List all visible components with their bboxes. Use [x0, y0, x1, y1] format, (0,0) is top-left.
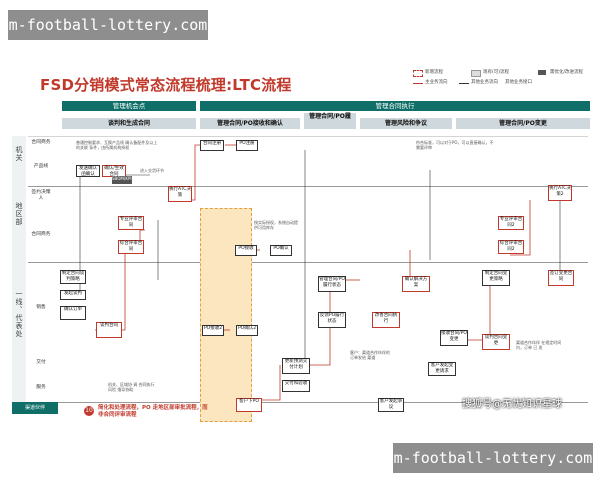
legend-note-swatch — [538, 70, 546, 75]
negotiate-contract-box[interactable]: 谈判合同 — [96, 322, 122, 338]
stage-fulfill: 管理合同/PO履 — [304, 113, 356, 129]
phase-contract-execution: 管理合同执行 — [200, 101, 590, 111]
note-delivery: 进入交货环节 — [140, 168, 164, 173]
lane-front-label: 一线、代表处 — [15, 290, 23, 338]
strategy-box[interactable]: 制定合同谈判策略 — [60, 270, 86, 284]
sublane-sales: 销售 — [36, 305, 46, 310]
note-coordination: 机关、区域协 调 合同执行风险 指导协助 — [108, 382, 155, 392]
legend-new-label: 新增流程 — [425, 70, 443, 75]
diagram-title: FSD分销模式常态流程梳理:LTC流程 — [40, 76, 292, 94]
lane-region-label: 地区部 — [15, 202, 23, 226]
po-receive-box[interactable]: PO接收 — [235, 245, 257, 256]
lane-divider — [28, 136, 588, 137]
lane-divider — [28, 186, 588, 187]
note-channel-time: 渠道合作伙伴 在规定时间内，订单 已 发 — [516, 340, 562, 350]
stage-risk-dispute: 管理风险和争议 — [360, 118, 452, 129]
confirm-solution-box[interactable]: 确认解决方案 — [402, 276, 430, 292]
customer-po-box[interactable]: 客户下PO — [236, 398, 262, 412]
customer-dispute-box[interactable]: 客户发起争议 — [378, 398, 404, 412]
legend-sub-swatch — [459, 83, 469, 84]
connector-line — [95, 250, 126, 331]
contract-register-box[interactable]: 合同注册 — [200, 140, 224, 151]
legend: 新增流程 主业务流向 其他业务流向 现有(可)流程 其他业务接口 需优化/改进流… — [413, 70, 589, 96]
legend-main-label: 主业务流向 — [425, 80, 448, 85]
lane-divider — [28, 402, 588, 403]
stage-change: 管理合同/PO变更 — [456, 118, 590, 129]
note-customer-channel: 客户：渠道合作伙伴的 订单发给 渠道 — [350, 350, 390, 360]
update-forecast-box[interactable]: 更新预测交付计划 — [282, 358, 310, 374]
lane-hq-bg — [12, 136, 26, 186]
sublane-sign-decision: 签约决策人 — [31, 190, 51, 201]
watermark: 搜狐号@无忧知识星球 — [462, 399, 562, 410]
sign-change-box[interactable]: 签订变更合同 — [548, 270, 574, 286]
improve-execution-box[interactable]: 改善合同执行 — [372, 312, 400, 328]
confirm-letter-box[interactable]: 发送确认函确认 — [76, 165, 100, 177]
customer-change-request-box[interactable]: 客户发起变更请求 — [428, 362, 456, 376]
legend-existing-swatch — [471, 70, 481, 77]
legend-main-swatch — [413, 83, 423, 84]
phase-opportunity: 管理机会点 — [62, 101, 196, 111]
professional-review-box[interactable]: 专业评审合同 — [118, 216, 144, 230]
confirm-order-box[interactable]: 确认订单 — [60, 306, 86, 320]
feedback-status-box[interactable]: 反馈PO履行状态 — [318, 312, 346, 328]
po-confirm-2-box[interactable]: PO确认2 — [236, 325, 258, 336]
note-standard-po: 符合标准，可以对于PO，可以直接确认，不需要评审 — [416, 140, 494, 150]
stage-receive-confirm: 管理合同/PO接收和确认 — [200, 118, 300, 129]
legend-interface-label: 其他业务接口 — [505, 80, 532, 85]
change-strategy-box[interactable]: 制定合同变更策略 — [482, 270, 510, 286]
lane-divider — [28, 262, 588, 263]
legend-new-swatch — [413, 70, 423, 77]
atc-decision-2-box[interactable]: 执行ATC决策2 — [548, 185, 572, 201]
red-note-number: 10 — [84, 406, 94, 416]
negotiate-change-box[interactable]: 谈判合同变更 — [482, 334, 510, 350]
stage-negotiate: 谈判和生成合同 — [62, 118, 196, 129]
professional-review-2-box[interactable]: 专业评审合同2 — [498, 216, 524, 230]
po-register-box[interactable]: PO注册 — [236, 140, 258, 151]
note-inventory: 按实际授权，系统自动提供可用库存 — [254, 220, 298, 230]
highlight-area — [200, 208, 252, 422]
sublane-contract-business-2: 合同商务 — [31, 232, 51, 237]
sbom-box[interactable]: SBOM(KPI) — [112, 176, 133, 184]
sublane-contract-business: 合同商务 — [31, 140, 51, 145]
po-confirm-box[interactable]: PO确认 — [270, 245, 292, 256]
start-negotiation-box[interactable]: 发起谈判 — [60, 290, 86, 300]
delivery-acceptance-box[interactable]: 交付和验收 — [282, 380, 310, 392]
lane-front-bg — [12, 262, 26, 402]
sublane-product-line: 产品线 — [33, 164, 49, 169]
atc-decision-box[interactable]: 执行ATC决策 — [168, 186, 192, 202]
lane-hq-label: 机关 — [15, 146, 23, 162]
legend-note-label: 需优化/改进流程 — [550, 70, 584, 75]
lane-channel-label: 渠道伙伴 — [12, 402, 58, 414]
sublane-delivery: 交付 — [36, 360, 46, 365]
red-note-text: 简化和处理流程，PO 走地区部审批流程，而 非合同评审流程 — [98, 405, 208, 418]
po-receive-2-box[interactable]: PO接收2 — [202, 325, 224, 336]
site-banner-top[interactable]: m-football-lottery.com — [8, 10, 208, 40]
sublane-service: 服务 — [36, 385, 46, 390]
legend-sub-label: 其他业务流向 — [471, 80, 498, 85]
comprehensive-review-box[interactable]: 综合评审合同 — [118, 240, 144, 254]
po-status-box[interactable]: 管理合同/PO履行状态 — [318, 276, 346, 292]
legend-existing-label: 现有(可)流程 — [483, 70, 510, 75]
lane-region-bg — [12, 186, 26, 262]
comprehensive-review-2-box[interactable]: 综合评审合同2 — [498, 240, 524, 254]
note-control: 普通控制要求、互换产品线 确认备配件及以上的关联 条件，由所属机构授权 — [76, 140, 158, 150]
receive-change-box[interactable]: 接收合同/PO变更 — [440, 330, 468, 346]
site-banner-bottom[interactable]: m-football-lottery.com — [393, 443, 593, 473]
